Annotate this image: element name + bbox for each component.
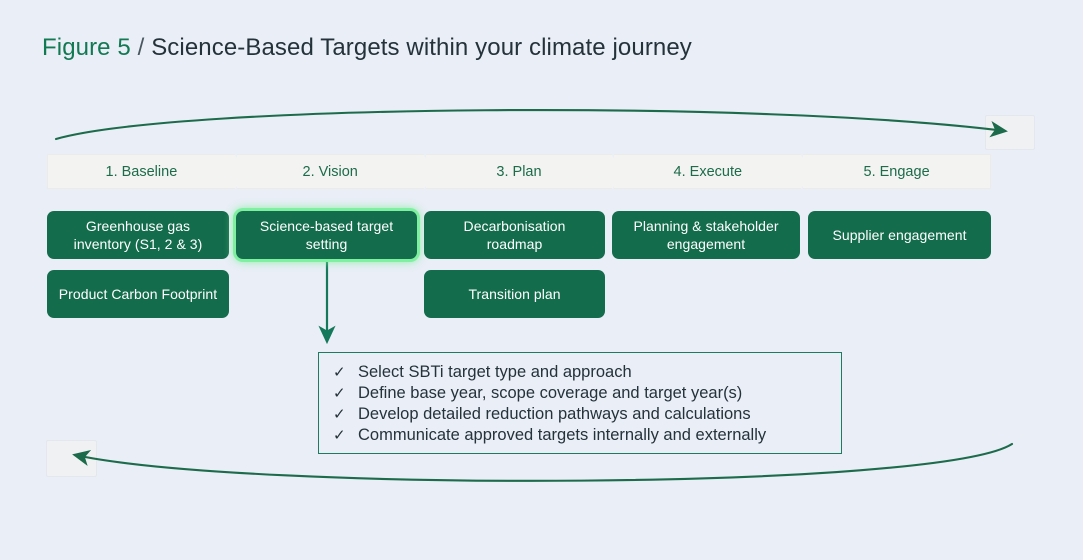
stage-header-band: 1. Baseline 2. Vision 3. Plan 4. Execute… [47,154,991,189]
title-separator: / [137,34,145,61]
checklist-item-label: Define base year, scope coverage and tar… [358,384,743,402]
checklist-item-label: Communicate approved targets internally … [358,426,767,444]
card-column-vision: Science-based target setting [236,211,417,259]
checklist-item: ✓ Select SBTi target type and approach [333,362,827,383]
stage-chip-vision[interactable]: 2. Vision [236,154,436,189]
card-planning-stakeholder-engagement[interactable]: Planning & stakeholder engagement [612,211,800,259]
card-label: Greenhouse gas inventory (S1, 2 & 3) [73,217,203,252]
stage-chip-plan[interactable]: 3. Plan [425,154,625,189]
checklist-item-label: Select SBTi target type and approach [358,363,632,381]
checklist-item-label: Develop detailed reduction pathways and … [358,405,751,423]
check-icon: ✓ [333,406,346,423]
card-label: Product Carbon Footprint [58,285,218,302]
top-cycle-arrow [54,108,1008,141]
stage-label: 1. Baseline [105,163,178,180]
card-label: Decarbonisation roadmap [463,217,566,252]
card-product-carbon-footprint[interactable]: Product Carbon Footprint [47,270,229,318]
card-science-based-target-setting[interactable]: Science-based target setting [236,211,417,259]
stage-label: 5. Engage [863,163,930,180]
card-transition-plan[interactable]: Transition plan [424,270,605,318]
arrow-endpoint-box-bottom-left [46,440,97,477]
card-column-execute: Planning & stakeholder engagement [612,211,800,259]
figure-number: Figure 5 [42,34,131,61]
card-column-engage: Supplier engagement [808,211,991,259]
stage-label: 3. Plan [496,163,542,180]
card-greenhouse-gas-inventory[interactable]: Greenhouse gas inventory (S1, 2 & 3) [47,211,229,259]
stage-chip-baseline[interactable]: 1. Baseline [47,154,247,189]
page-title: Figure 5 / Science-Based Targets within … [42,34,692,62]
checklist-item: ✓ Define base year, scope coverage and t… [333,383,827,404]
card-label: Science-based target setting [259,217,394,252]
stage-label: 4. Execute [673,163,743,180]
stage-chip-execute[interactable]: 4. Execute [614,154,813,189]
card-label: Transition plan [468,285,561,302]
card-supplier-engagement[interactable]: Supplier engagement [808,211,991,259]
card-label: Supplier engagement [832,226,967,243]
card-decarbonisation-roadmap[interactable]: Decarbonisation roadmap [424,211,605,259]
checklist-item: ✓ Develop detailed reduction pathways an… [333,404,827,425]
card-label: Planning & stakeholder engagement [633,217,779,252]
card-column-baseline: Greenhouse gas inventory (S1, 2 & 3) Pro… [47,211,229,318]
card-column-plan: Decarbonisation roadmap Transition plan [424,211,605,318]
arrow-endpoint-box-top-right [985,115,1035,150]
stage-label: 2. Vision [302,163,358,180]
stage-chip-engage[interactable]: 5. Engage [803,154,991,189]
title-text: Science-Based Targets within your climat… [151,34,692,61]
check-icon: ✓ [333,427,346,444]
check-icon: ✓ [333,364,346,381]
checklist-item: ✓ Communicate approved targets internall… [333,425,827,446]
check-icon: ✓ [333,385,346,402]
checklist-panel: ✓ Select SBTi target type and approach ✓… [318,352,842,454]
